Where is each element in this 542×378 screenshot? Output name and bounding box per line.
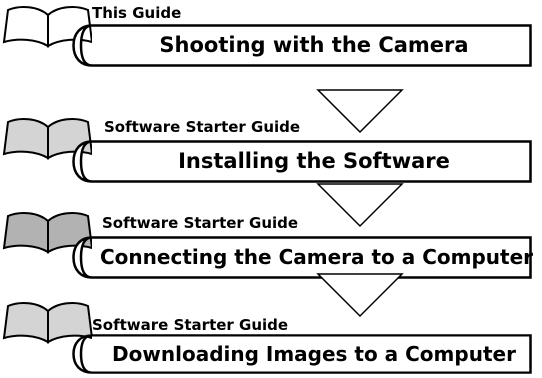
down-triangle-icon bbox=[316, 272, 404, 318]
step-title: Shooting with the Camera bbox=[159, 33, 469, 57]
step-title: Downloading Images to a Computer bbox=[112, 342, 516, 366]
open-book-icon bbox=[2, 298, 94, 344]
step-bar: Connecting the Camera to a Computer bbox=[72, 236, 533, 279]
guide-label: Software Starter Guide bbox=[102, 214, 299, 232]
guide-label: Software Starter Guide bbox=[104, 118, 301, 136]
step-bar: Installing the Software bbox=[72, 140, 532, 183]
step-title: Connecting the Camera to a Computer bbox=[100, 245, 533, 269]
step-4: Software Starter Guide Downloading Image… bbox=[0, 296, 542, 376]
step-1: This Guide Shooting with the Camera bbox=[0, 0, 542, 80]
step-bar: Shooting with the Camera bbox=[72, 24, 532, 67]
step-2: Software Starter Guide Installing the So… bbox=[0, 112, 542, 192]
step-bar: Downloading Images to a Computer bbox=[72, 334, 532, 374]
guide-label: This Guide bbox=[92, 4, 182, 22]
guide-label: Software Starter Guide bbox=[92, 316, 289, 334]
step-3: Software Starter Guide Connecting the Ca… bbox=[0, 206, 542, 286]
down-triangle-icon bbox=[316, 88, 404, 134]
step-title: Installing the Software bbox=[178, 149, 450, 173]
down-triangle-icon bbox=[316, 182, 404, 228]
